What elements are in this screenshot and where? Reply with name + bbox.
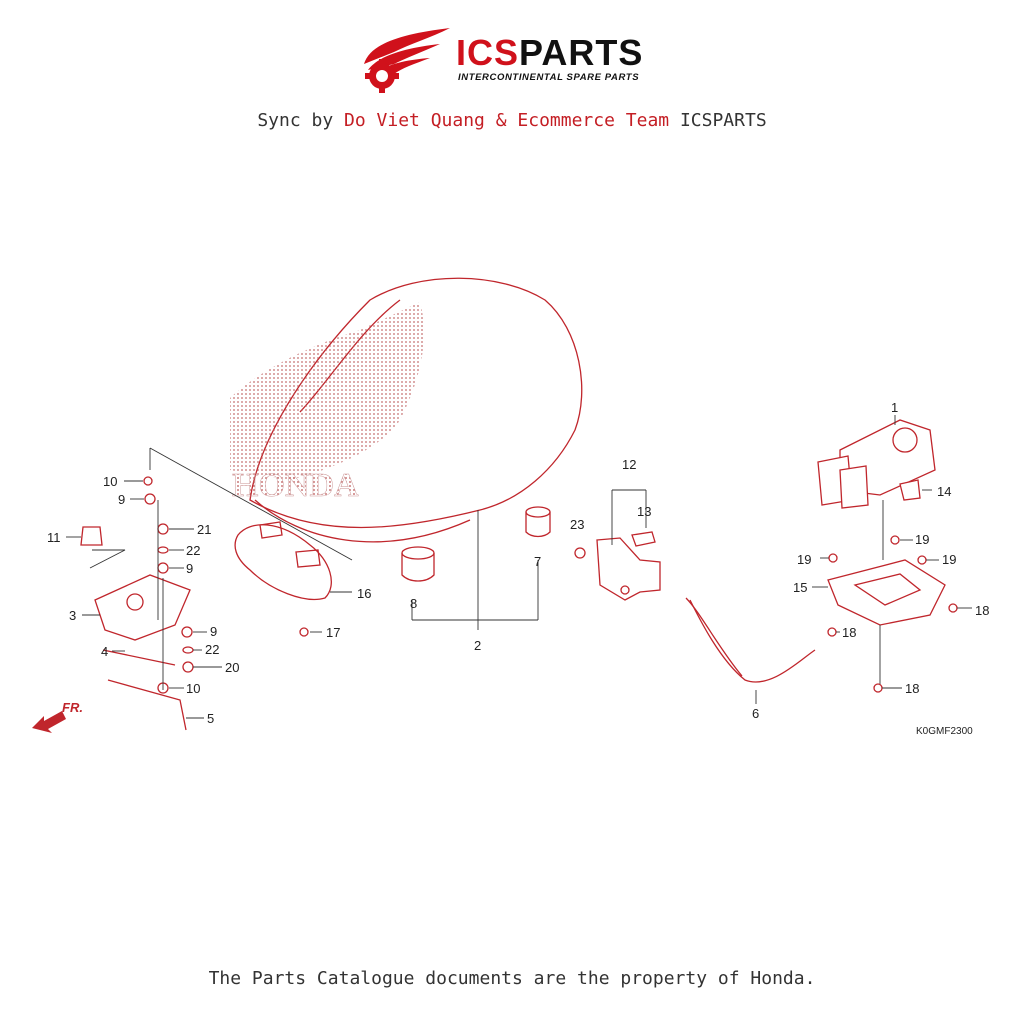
sync-credit: Sync by Do Viet Quang & Ecommerce Team I…: [257, 110, 767, 131]
part-14-bracket: [899, 479, 921, 501]
seat-logo-text: HONDA: [232, 467, 359, 504]
seat: HONDA: [230, 277, 583, 543]
brand-logo: ICSPARTS INTERCONTINENTAL SPARE PARTS: [360, 24, 670, 94]
svg-text:6: 6: [752, 706, 759, 721]
svg-text:18: 18: [975, 603, 989, 618]
svg-text:22: 22: [186, 543, 200, 558]
part-17-screw: [299, 627, 309, 637]
svg-text:8: 8: [410, 596, 417, 611]
svg-text:16: 16: [357, 586, 371, 601]
winged-gear-icon: [364, 28, 450, 93]
svg-text:13: 13: [637, 504, 651, 519]
svg-text:9: 9: [210, 624, 217, 639]
brand-tagline: INTERCONTINENTAL SPARE PARTS: [458, 72, 640, 83]
part-8-rubber: [401, 546, 435, 582]
sync-credit-team: Do Viet Quang & Ecommerce Team: [344, 110, 670, 131]
copyright-notice: The Parts Catalogue documents are the pr…: [208, 968, 816, 989]
svg-text:17: 17: [326, 625, 340, 640]
seat-hinge-assembly: [80, 476, 194, 731]
part-1-actuator: [817, 415, 936, 509]
svg-text:12: 12: [622, 457, 636, 472]
svg-text:9: 9: [186, 561, 193, 576]
svg-text:22: 22: [205, 642, 219, 657]
svg-text:4: 4: [101, 644, 108, 659]
svg-text:2: 2: [474, 638, 481, 653]
callout-labels: 1 2 3 4 5 6 7 8 9 9 9 10 10 11 12 13 14 …: [47, 400, 989, 726]
svg-text:19: 19: [942, 552, 956, 567]
svg-text:20: 20: [225, 660, 239, 675]
drawing-code: K0GMF2300: [916, 726, 973, 737]
svg-text:5: 5: [207, 711, 214, 726]
svg-text:18: 18: [905, 681, 919, 696]
svg-text:14: 14: [937, 484, 951, 499]
svg-text:1: 1: [891, 400, 898, 415]
front-direction-arrow: FR.: [32, 700, 83, 733]
svg-text:7: 7: [534, 554, 541, 569]
svg-text:21: 21: [197, 522, 211, 537]
svg-text:10: 10: [186, 681, 200, 696]
part-16-tail-lens: [234, 521, 352, 600]
svg-text:11: 11: [47, 530, 61, 545]
part-7-rubber: [525, 506, 551, 538]
honda-wing-logo: [230, 302, 424, 480]
brand-name: ICSPARTS: [456, 32, 644, 73]
svg-text:23: 23: [570, 517, 584, 532]
svg-text:9: 9: [118, 492, 125, 507]
svg-text:10: 10: [103, 474, 117, 489]
svg-text:FR.: FR.: [62, 700, 83, 715]
svg-text:3: 3: [69, 608, 76, 623]
svg-text:19: 19: [797, 552, 811, 567]
seat-latch-assembly: [574, 489, 661, 601]
part-6-cable: [689, 599, 816, 683]
svg-text:19: 19: [915, 532, 929, 547]
svg-text:15: 15: [793, 580, 807, 595]
svg-text:18: 18: [842, 625, 856, 640]
part-15-bracket: [812, 500, 958, 693]
